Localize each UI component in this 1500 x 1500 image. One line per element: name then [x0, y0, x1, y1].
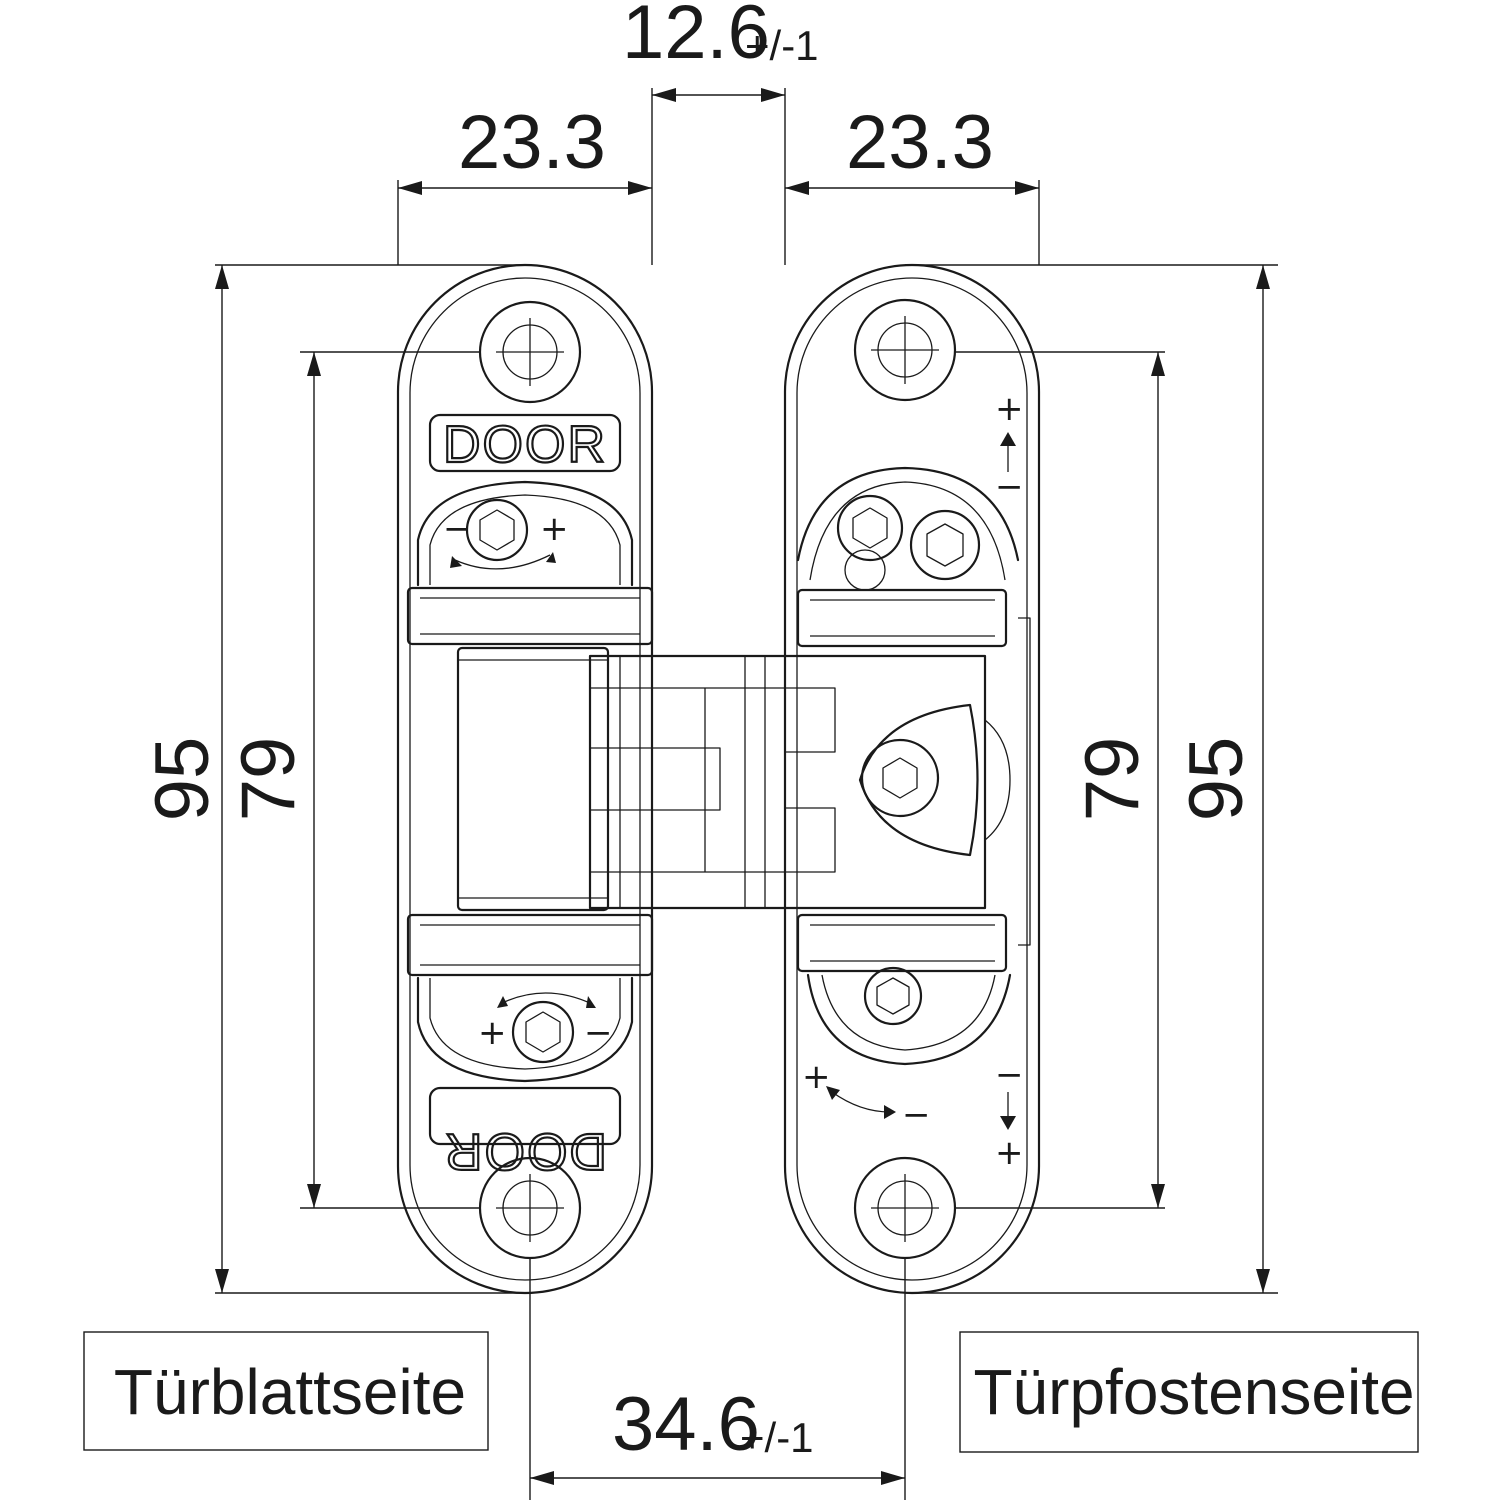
left-leaf-inner-outline	[409, 277, 641, 1281]
hinge-arm-mechanism	[456, 646, 1011, 912]
dimension-width-right: 23.3	[785, 100, 1040, 265]
svg-text:−: −	[995, 467, 1024, 507]
right-bottom-screw-hole	[853, 1156, 957, 1260]
left-lower-minus: −	[584, 1013, 613, 1053]
left-lower-block	[406, 913, 654, 977]
right-side-plate	[1018, 617, 1031, 946]
label-door-frame-side: Türpfostenseite	[959, 1331, 1419, 1453]
right-hinge-leaf: + −	[783, 263, 1041, 1295]
right-upper-screw-a	[836, 494, 904, 562]
dim-gap-tolerance: +/-1	[745, 22, 819, 69]
left-lower-rotate-arrow	[499, 992, 593, 1005]
right-lower-screw	[863, 966, 923, 1026]
arm-inner-slot	[590, 687, 836, 873]
left-hinge-leaf: DOOR − +	[396, 263, 654, 1295]
svg-text:+: +	[802, 1057, 831, 1097]
left-upper-adjust-screw	[465, 498, 529, 562]
dim-height-overall-left-value: 95	[140, 737, 225, 822]
arm-left-tongue	[589, 747, 721, 811]
left-upper-plus: +	[540, 509, 569, 549]
arm-pivot-screw	[860, 738, 940, 818]
left-upper-adjust-cup: − +	[416, 480, 634, 587]
left-top-screw-hole	[478, 300, 582, 404]
right-lower-block	[796, 913, 1008, 973]
arm-left-body	[456, 646, 610, 912]
dimension-height-holes-right: 79	[955, 351, 1165, 1209]
dim-hole-spacing-value: 34.6	[612, 1382, 760, 1467]
dimension-width-left: 23.3	[397, 100, 652, 265]
dimension-gap-top: 12.6 +/-1	[622, 0, 819, 265]
dim-hole-spacing-tolerance: +/-1	[740, 1414, 814, 1461]
dimension-hole-spacing-bottom: 34.6 +/-1	[529, 1258, 906, 1500]
door-frame-side-text: Türpfostenseite	[973, 1356, 1414, 1428]
dim-gap-value: 12.6	[622, 0, 770, 75]
door-text-bottom: DOOR	[443, 1122, 607, 1180]
arm-main-body	[588, 654, 987, 910]
svg-text:−: −	[995, 1055, 1024, 1095]
left-lower-adjust-screw	[511, 1000, 575, 1064]
right-top-screw-hole	[853, 298, 957, 402]
right-vertical-adjust-marking-top: + −	[995, 389, 1024, 507]
left-door-marking-bottom: DOOR	[428, 1086, 622, 1181]
arm-pivot-plate	[858, 703, 979, 857]
right-depth-adjust-marking: + −	[802, 1057, 931, 1135]
svg-text:+: +	[995, 1133, 1024, 1173]
dim-height-holes-left-value: 79	[226, 737, 311, 822]
dimension-height-overall-left: 95	[140, 264, 530, 1294]
door-text-top: DOOR	[443, 416, 607, 474]
dim-width-right-value: 23.3	[846, 100, 994, 185]
dim-width-left-value: 23.3	[458, 100, 606, 185]
svg-text:−: −	[902, 1095, 931, 1135]
right-lower-adjust-cup	[806, 966, 1012, 1066]
dim-height-holes-right-value: 79	[1070, 737, 1155, 822]
dim-height-overall-right-value: 95	[1174, 737, 1259, 822]
right-upper-adjust-cup	[796, 466, 1020, 591]
right-vertical-adjust-marking-bottom: − +	[995, 1055, 1024, 1173]
right-upper-screw-b	[909, 509, 981, 581]
right-leaf-inner-outline	[796, 277, 1028, 1281]
label-door-leaf-side: Türblattseite	[83, 1331, 489, 1451]
door-leaf-side-text: Türblattseite	[114, 1356, 466, 1428]
left-upper-rotate-arrow	[454, 554, 551, 570]
left-upper-block	[406, 586, 654, 646]
svg-text:+: +	[995, 389, 1024, 429]
left-door-marking-top: DOOR	[428, 413, 622, 475]
dimension-height-holes-left: 79	[226, 351, 480, 1209]
left-lower-plus: +	[478, 1013, 507, 1053]
dimension-height-overall-right: 95	[905, 264, 1278, 1294]
left-upper-minus: −	[443, 509, 472, 549]
left-lower-adjust-cup: + −	[416, 976, 634, 1083]
right-upper-block	[796, 588, 1008, 648]
